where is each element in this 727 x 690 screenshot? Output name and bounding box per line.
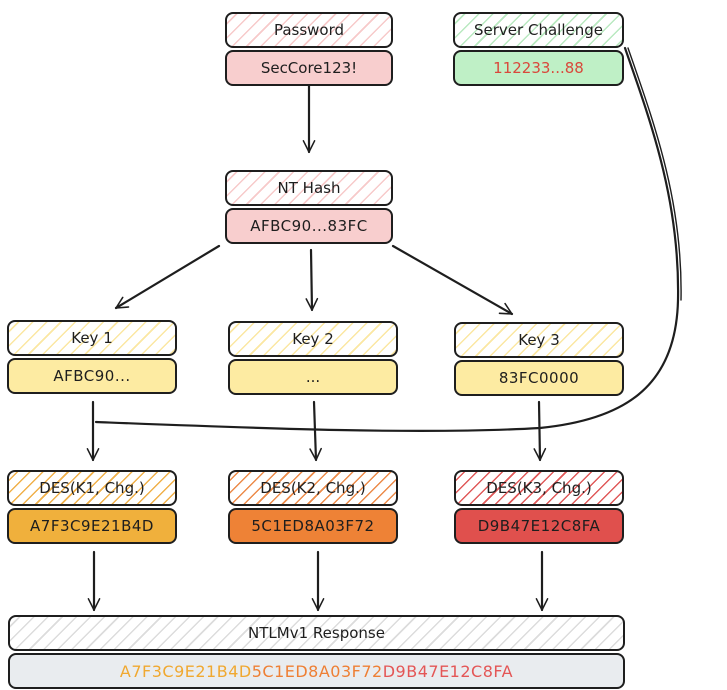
key1-value: AFBC90... [7, 358, 177, 394]
key2-value: ... [228, 359, 398, 395]
response-segment-des3: D9B47E12C8FA [382, 661, 514, 681]
nt-hash-label: NT Hash [225, 170, 393, 206]
response-label: NTLMv1 Response [8, 615, 625, 651]
arrow-key3-to-des3 [533, 400, 547, 462]
des3-label: DES(K3, Chg.) [454, 470, 624, 506]
nt-hash-value: AFBC90...83FC [225, 208, 393, 244]
server-challenge-value: 112233...88 [453, 50, 624, 86]
arrow-key2-to-des2 [309, 400, 322, 462]
server-challenge-label: Server Challenge [453, 12, 624, 48]
des3-value: D9B47E12C8FA [454, 508, 624, 544]
arrow-nthash-to-key2 [305, 248, 319, 312]
key1-label: Key 1 [7, 320, 177, 356]
key3-value: 83FC0000 [454, 360, 624, 396]
password-label: Password [225, 12, 393, 48]
des1-value: A7F3C9E21B4D [7, 508, 177, 544]
challenge-feed-line-double [627, 47, 682, 301]
response-segment-des1: A7F3C9E21B4D [119, 661, 252, 681]
response-segment-des2: 5C1ED8A03F72 [251, 661, 383, 681]
password-value: SecCore123! [225, 50, 393, 86]
key3-label: Key 3 [454, 322, 624, 358]
des2-value: 5C1ED8A03F72 [228, 508, 398, 544]
key2-label: Key 2 [228, 321, 398, 357]
arrow-nthash-to-key1 [114, 244, 221, 310]
des1-label: DES(K1, Chg.) [7, 470, 177, 506]
arrow-nthash-to-key3 [391, 244, 514, 316]
des2-label: DES(K2, Chg.) [228, 470, 398, 506]
